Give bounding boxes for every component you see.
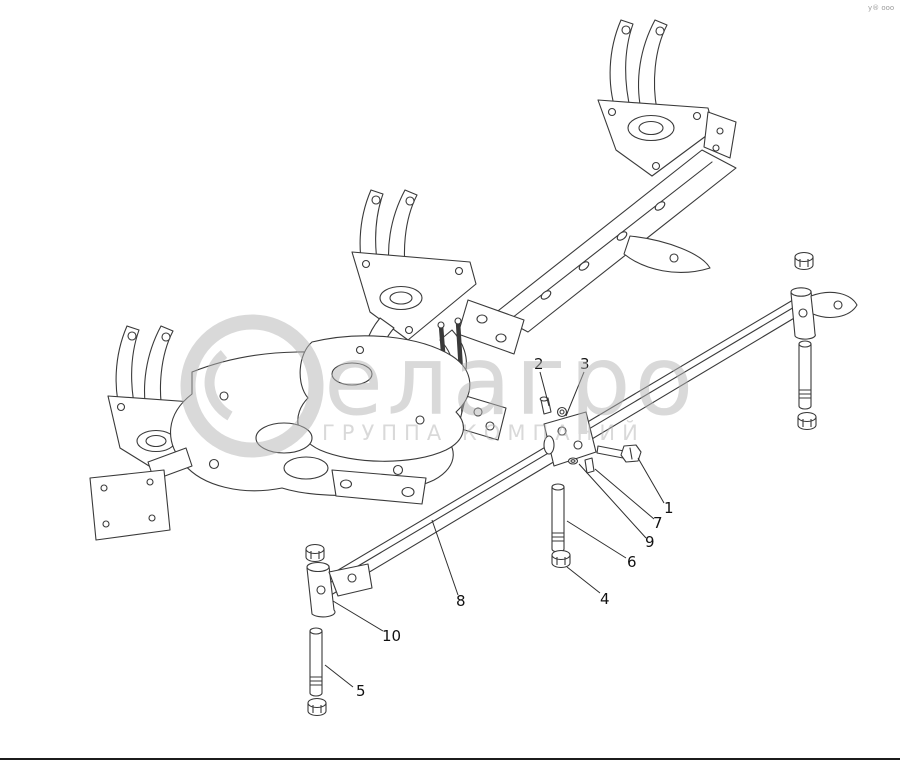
beam-hole <box>540 290 552 300</box>
rod-end <box>437 321 445 329</box>
pin-item-6 <box>551 483 565 553</box>
leader-line-2 <box>539 371 550 407</box>
flap-hole <box>712 144 720 152</box>
hex-nut-top-right <box>794 251 814 271</box>
hex-nut-left-upper <box>305 543 325 563</box>
leader-line-5 <box>324 664 354 688</box>
lower-left-plate <box>89 469 171 541</box>
mount-hole <box>692 111 702 121</box>
pin-right <box>798 340 812 410</box>
beam-hole <box>654 201 666 211</box>
plate-hole <box>347 573 357 583</box>
upper-arm-pair <box>609 19 668 113</box>
leader-line-8 <box>431 519 459 596</box>
callout-label-7: 7 <box>653 514 663 532</box>
hex-nut-bottom-right <box>797 411 817 431</box>
leader-line-4 <box>566 566 601 594</box>
beam-hole <box>578 261 590 271</box>
plate-hole <box>148 514 156 522</box>
rod-end <box>454 317 462 325</box>
clamp-hole <box>573 440 583 450</box>
plate-hole <box>415 415 425 425</box>
washer-hole <box>559 409 565 415</box>
callout-label-8: 8 <box>456 592 466 610</box>
leader-line-6 <box>566 520 627 559</box>
bolt-head-facet <box>629 447 633 460</box>
callouts: 1 2 3 4 5 6 7 8 9 10 <box>356 355 674 700</box>
clevis-hole <box>476 314 488 324</box>
plate-hole <box>355 345 365 355</box>
leader-line-9 <box>578 463 647 539</box>
mount-hole <box>651 161 661 171</box>
beam-hole <box>616 231 628 241</box>
watermark-logo-ring <box>180 314 324 458</box>
leader-line-7 <box>594 468 655 520</box>
callout-label-1: 1 <box>664 499 674 517</box>
tube-top <box>306 561 330 573</box>
callout-label-9: 9 <box>645 533 655 551</box>
leader-lines <box>324 371 665 688</box>
plate-hole <box>102 520 110 528</box>
watermark: елагро ГРУППА КОМПАНИЙ <box>180 314 697 458</box>
front-clevis <box>331 469 427 505</box>
plate-hole <box>146 478 154 486</box>
leader-line-1 <box>637 457 665 504</box>
arm-hole <box>833 300 843 310</box>
hex-nut-item-4 <box>551 549 571 569</box>
washer-hole <box>570 459 576 463</box>
mount-hole <box>361 259 371 269</box>
plate-hole <box>392 464 404 476</box>
large-opening <box>283 456 329 480</box>
tube-top <box>790 287 812 297</box>
callout-label-3: 3 <box>580 355 590 373</box>
beam-top-face <box>493 149 737 333</box>
pin-item-7 <box>584 457 595 474</box>
callout-label-6: 6 <box>627 553 637 571</box>
main-beam <box>493 149 737 333</box>
mount-hole <box>607 107 617 117</box>
callout-label-10: 10 <box>382 627 401 645</box>
beam-wing-plate <box>623 235 711 273</box>
bracket-top-right <box>597 19 737 177</box>
corner-text: у® ооо <box>868 4 894 12</box>
leader-line-3 <box>565 371 585 417</box>
clamp-hole <box>557 426 567 436</box>
beam-clevis <box>457 299 525 355</box>
clevis-hole <box>495 333 507 343</box>
mount-hole <box>116 402 126 412</box>
hub-hole <box>145 434 167 448</box>
callout-label-5: 5 <box>356 682 366 700</box>
side-flap <box>703 111 737 159</box>
callout-label-2: 2 <box>534 355 544 373</box>
wing-hole <box>669 253 679 263</box>
hub-hole <box>638 120 664 136</box>
flap-hole <box>716 127 724 135</box>
mount-hole <box>454 266 464 276</box>
plate-hole <box>100 484 108 492</box>
plate-hole <box>208 458 220 470</box>
clevis-hole <box>339 479 353 489</box>
bolt-item-1-shaft <box>596 445 625 459</box>
watermark-brand: елагро <box>324 325 697 437</box>
hub-hole <box>389 291 413 305</box>
center-clamp <box>539 396 642 474</box>
clevis-hole <box>401 486 415 498</box>
clamp-boss <box>543 435 555 455</box>
clevis-hole <box>473 407 483 417</box>
tube-hole <box>798 308 808 318</box>
leader-line-10 <box>332 600 384 632</box>
pin-cap <box>539 396 549 402</box>
watermark-logo-arc <box>204 350 233 421</box>
callout-label-4: 4 <box>600 590 610 608</box>
large-opening <box>331 362 373 386</box>
tube-hole <box>316 585 326 595</box>
watermark-subtitle: ГРУППА КОМПАНИЙ <box>322 420 645 445</box>
pin-item-5 <box>309 627 323 697</box>
mount-hole <box>404 325 414 335</box>
plate-hole <box>219 391 229 401</box>
hex-nut-left-lower <box>307 697 327 717</box>
clevis-hole <box>485 421 495 431</box>
